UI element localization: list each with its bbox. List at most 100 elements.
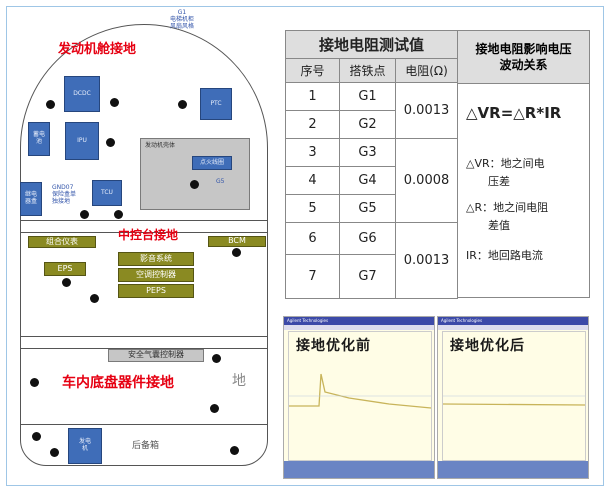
row-point: G4	[339, 166, 396, 195]
ghost-text: 地	[232, 373, 246, 389]
trace-line	[442, 403, 586, 406]
resistance-table: 接地电阻测试值 序号 搭铁点 电阻(Ω) 1 G1 0.0013 2 G2 3 …	[284, 30, 459, 299]
top-note: G1 电梯机柜 风扇风格	[170, 9, 195, 30]
console-label: 中控台接地	[118, 228, 179, 242]
scope-after: Agilent Technologies 接地优化后	[437, 316, 589, 479]
battery-box: 蓄电 池	[28, 122, 50, 156]
ptc-box: PTC	[200, 88, 232, 120]
g-small-label: G5	[216, 178, 225, 185]
scope-trace	[289, 373, 432, 409]
table-row: 4 G4	[285, 166, 458, 195]
relation-panel: 接地电阻影响电压波动关系 △VR=△R*IR △VR：地之间电 压差 △R：地之…	[457, 30, 590, 298]
eps-box: EPS	[44, 262, 86, 276]
r-desc-2: 差值	[488, 219, 510, 232]
scope-plot	[288, 331, 432, 461]
row-point: G3	[339, 138, 396, 167]
engine-area: 发动机壳体	[140, 138, 250, 210]
inner-box: 点火线圈	[192, 156, 232, 170]
ground-point	[190, 180, 199, 189]
table-title: 接地电阻测试值	[284, 30, 459, 59]
scope-toolbar	[284, 325, 434, 330]
ground-point	[50, 448, 59, 457]
ipu-box: IPU	[65, 122, 99, 160]
trunk-label: 后备箱	[132, 441, 160, 451]
scope-plot	[442, 331, 586, 461]
tcu-box: TCU	[92, 180, 122, 206]
ground-point	[110, 98, 119, 107]
scope-trace	[442, 395, 586, 406]
table-row: 7 G7	[285, 254, 458, 299]
r-desc-1: △R：地之间电阻	[466, 201, 549, 214]
ground-point	[230, 446, 239, 455]
ground-point	[210, 404, 219, 413]
ground-point	[232, 248, 241, 257]
row-no: 5	[285, 194, 340, 223]
ground-point	[114, 210, 123, 219]
engine-bay-label: 发动机舱接地	[58, 42, 137, 57]
peps-box: PEPS	[118, 284, 194, 298]
vr-desc-1: △VR：地之间电	[466, 157, 545, 170]
bcm-box: BCM	[208, 236, 266, 247]
header-no: 序号	[285, 58, 340, 83]
ground-point	[106, 138, 115, 147]
relation-title: 接地电阻影响电压波动关系	[458, 31, 589, 84]
engine-area-label: 发动机壳体	[145, 142, 176, 149]
row-no: 1	[285, 82, 340, 111]
divider-line	[21, 232, 267, 233]
ground-point	[178, 100, 187, 109]
ir-desc: IR：地回路电流	[466, 249, 543, 262]
divider-line	[21, 220, 267, 221]
row-point: G1	[339, 82, 396, 111]
scope-before: Agilent Technologies 接地优化前	[283, 316, 435, 479]
scope-toolbar	[438, 325, 588, 330]
row-point: G6	[339, 222, 396, 255]
relay-box: 继电 器盒	[20, 182, 42, 216]
figure-frame	[6, 6, 604, 486]
row-no: 3	[285, 138, 340, 167]
table-row: 2 G2	[285, 110, 458, 139]
formula: △VR=△R*IR	[466, 104, 562, 122]
resistance-value: 0.0013	[394, 222, 459, 299]
scope-footer	[284, 461, 434, 478]
ground-point	[62, 278, 71, 287]
row-point: G7	[339, 254, 396, 299]
header-resistance: 电阻(Ω)	[394, 58, 459, 83]
vr-desc-2: 压差	[488, 175, 510, 188]
ground-point	[46, 100, 55, 109]
trace-line	[289, 373, 432, 409]
audio-box: 影音系统	[118, 252, 194, 266]
generator-box: 发电 机	[68, 428, 102, 464]
car-outline	[20, 24, 268, 466]
resistance-value: 0.0008	[394, 138, 459, 223]
ground-point	[32, 432, 41, 441]
resistance-value: 0.0013	[394, 82, 459, 139]
ac-control-box: 空调控制器	[118, 268, 194, 282]
row-no: 6	[285, 222, 340, 255]
gnd-note: GND07 保险盒单 独接地	[52, 184, 77, 206]
ground-point	[90, 294, 99, 303]
relation-title-line2: 波动关系	[499, 58, 548, 72]
table-row: 1 G1 0.0013	[285, 82, 459, 139]
ground-point	[80, 210, 89, 219]
header-point: 搭铁点	[339, 58, 396, 83]
row-point: G5	[339, 194, 396, 223]
divider-line	[21, 424, 267, 425]
divider-line	[21, 336, 267, 337]
ground-point	[212, 354, 221, 363]
airbag-box: 安全气囊控制器	[108, 349, 204, 362]
before-title: 接地优化前	[296, 338, 371, 354]
row-no: 4	[285, 166, 340, 195]
combined-meter-box: 组合仪表	[28, 236, 96, 248]
ground-point	[30, 378, 39, 387]
table-row: 6 G6 0.0013	[285, 222, 459, 299]
dcdc-box: DCDC	[64, 76, 100, 112]
after-title: 接地优化后	[450, 338, 525, 354]
row-point: G2	[339, 110, 396, 139]
scope-brand: Agilent Technologies	[438, 317, 588, 325]
divider-line	[21, 348, 267, 349]
row-no: 7	[285, 254, 340, 299]
relation-title-line1: 接地电阻影响电压	[475, 41, 572, 56]
scope-brand: Agilent Technologies	[284, 317, 434, 325]
row-no: 2	[285, 110, 340, 139]
scope-footer	[438, 461, 588, 478]
